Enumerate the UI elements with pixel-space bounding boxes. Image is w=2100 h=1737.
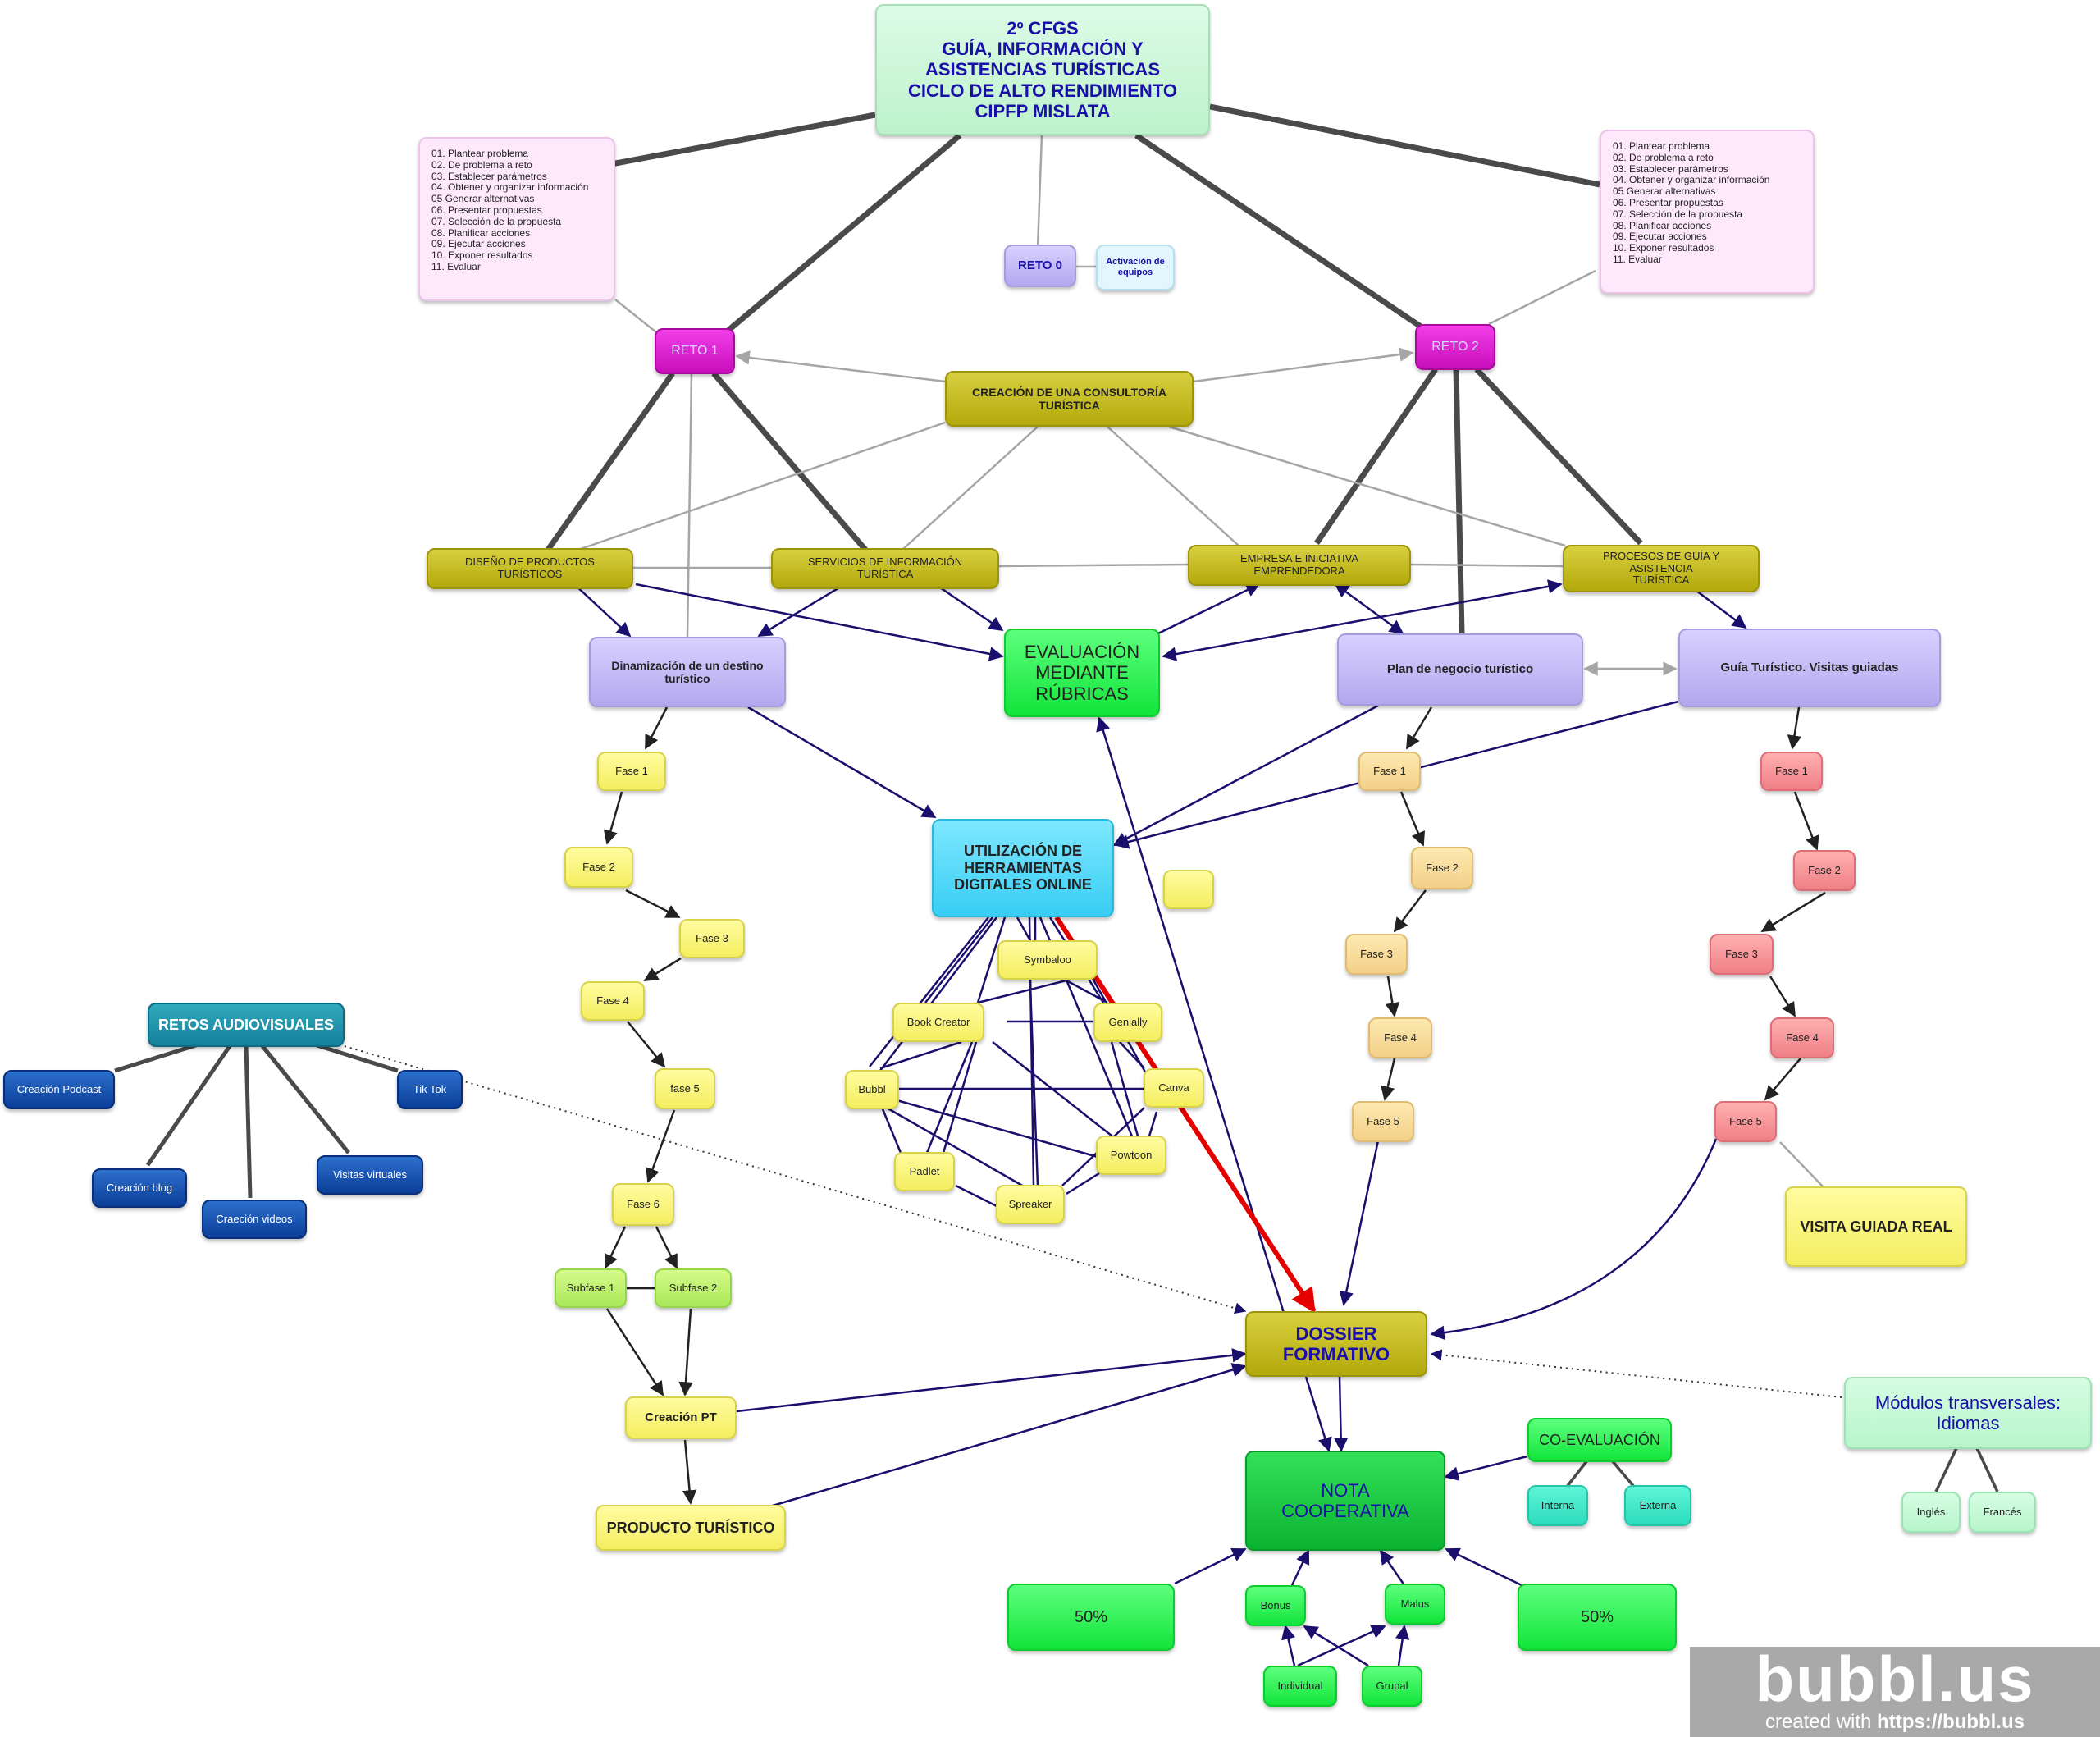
reto2-node[interactable]: RETO 2 — [1415, 324, 1495, 370]
visita-guiada-node[interactable]: VISITA GUIADA REAL — [1785, 1186, 1967, 1267]
percent-left-node[interactable]: 50% — [1007, 1584, 1175, 1651]
bubbl-logo-text: bubbl.us — [1755, 1642, 2035, 1715]
title-node[interactable]: 2º CFGS GUÍA, INFORMACIÓN Y ASISTENCIAS … — [875, 4, 1210, 135]
module-diseno[interactable]: DISEÑO DE PRODUCTOS TURÍSTICOS — [427, 548, 633, 589]
thin-title-links — [614, 135, 1596, 333]
tool-genially[interactable]: Genially — [1093, 1003, 1162, 1042]
av-podcast[interactable]: Creación Podcast — [3, 1070, 115, 1109]
producto-turistico-node[interactable]: PRODUCTO TURÍSTICO — [596, 1505, 786, 1551]
activacion-node[interactable]: Activación de equipos — [1096, 245, 1175, 290]
dinamizacion-node[interactable]: Dinamización de un destino turístico — [589, 637, 786, 707]
evaluacion-node[interactable]: EVALUACIÓN MEDIANTE RÚBRICAS — [1004, 629, 1160, 717]
tool-bubbl[interactable]: Bubbl — [845, 1070, 899, 1109]
right-fase-4[interactable]: Fase 4 — [1770, 1017, 1834, 1058]
bonus-node[interactable]: Bonus — [1245, 1585, 1306, 1626]
modulos-transversales-node[interactable]: Módulos transversales: Idiomas — [1844, 1377, 2092, 1449]
left-fase-2[interactable]: Fase 2 — [564, 847, 633, 888]
malus-node[interactable]: Malus — [1385, 1584, 1445, 1625]
module-empresa[interactable]: EMPRESA E INICIATIVA EMPRENDEDORA — [1188, 545, 1411, 586]
mid-fase-4[interactable]: Fase 4 — [1368, 1017, 1432, 1058]
grey-links — [578, 347, 1824, 1290]
steps-list-left[interactable]: 01. Plantear problema 02. De problema a … — [418, 137, 615, 301]
right-fase-5[interactable]: Fase 5 — [1714, 1101, 1777, 1142]
av-branches — [114, 1041, 399, 1199]
consultoria-node[interactable]: CREACIÓN DE UNA CONSULTORÍA TURÍSTICA — [945, 371, 1194, 427]
right-fase-3[interactable]: Fase 3 — [1710, 934, 1774, 975]
nota-cooperativa-node[interactable]: NOTA COOPERATIVA — [1245, 1451, 1445, 1551]
left-fase-4[interactable]: Fase 4 — [581, 981, 645, 1021]
mid-fase-3[interactable]: Fase 3 — [1345, 934, 1408, 975]
left-fase-6[interactable]: Fase 6 — [612, 1183, 674, 1226]
av-tiktok[interactable]: Tik Tok — [397, 1070, 463, 1109]
right-phase-chains — [617, 706, 1826, 1290]
bubbl-watermark[interactable]: bubbl.us created with https://bubbl.us — [1690, 1647, 2100, 1737]
tool-canva[interactable]: Canva — [1144, 1068, 1204, 1108]
empty-node[interactable] — [1163, 870, 1214, 909]
left-fase-1[interactable]: Fase 1 — [597, 752, 666, 791]
left-fase-5[interactable]: fase 5 — [655, 1068, 715, 1109]
av-blog[interactable]: Creación blog — [92, 1168, 187, 1208]
coeval-interna[interactable]: Interna — [1527, 1485, 1588, 1526]
idioma-frances[interactable]: Francés — [1969, 1492, 2036, 1533]
tool-symbaloo[interactable]: Symbaloo — [998, 940, 1098, 980]
tool-padlet[interactable]: Padlet — [894, 1152, 955, 1191]
individual-node[interactable]: Individual — [1263, 1666, 1337, 1707]
title-links — [610, 103, 1600, 335]
small-branches — [1565, 1447, 1999, 1492]
tool-spreaker[interactable]: Spreaker — [996, 1185, 1065, 1224]
module-procesos[interactable]: PROCESOS DE GUÍA Y ASISTENCIA TURÍSTICA — [1563, 545, 1760, 592]
red-arrow — [1054, 916, 1317, 1314]
module-servicios[interactable]: SERVICIOS DE INFORMACIÓN TURÍSTICA — [771, 548, 999, 589]
idioma-ingles[interactable]: Inglés — [1901, 1492, 1961, 1533]
left-phase-chain — [603, 706, 697, 1505]
creacion-pt-node[interactable]: Creación PT — [625, 1396, 737, 1439]
reto0-node[interactable]: RETO 0 — [1004, 245, 1076, 287]
av-visitas-virtuales[interactable]: Visitas virtuales — [317, 1155, 423, 1195]
right-fase-2[interactable]: Fase 2 — [1793, 850, 1856, 891]
subfase-1[interactable]: Subfase 1 — [555, 1268, 627, 1308]
steps-list-right[interactable]: 01. Plantear problema 02. De problema a … — [1600, 130, 1815, 294]
reto1-node[interactable]: RETO 1 — [655, 328, 735, 374]
dotted-links — [344, 1045, 1842, 1398]
right-fase-1[interactable]: Fase 1 — [1760, 752, 1823, 791]
coevaluacion-node[interactable]: CO-EVALUACIÓN — [1527, 1418, 1672, 1462]
mid-fase-1[interactable]: Fase 1 — [1358, 752, 1421, 791]
tool-powtoon[interactable]: Powtoon — [1096, 1136, 1166, 1175]
herramientas-node[interactable]: UTILIZACIÓN DE HERRAMIENTAS DIGITALES ON… — [932, 819, 1114, 917]
percent-right-node[interactable]: 50% — [1518, 1584, 1677, 1651]
guia-turistico-node[interactable]: Guía Turístico. Visitas guiadas — [1678, 629, 1941, 707]
grupal-node[interactable]: Grupal — [1362, 1666, 1422, 1707]
subfase-2[interactable]: Subfase 2 — [655, 1268, 732, 1308]
plan-negocio-node[interactable]: Plan de negocio turístico — [1337, 633, 1583, 706]
dossier-formativo-node[interactable]: DOSSIER FORMATIVO — [1245, 1311, 1427, 1377]
mid-fase-2[interactable]: Fase 2 — [1411, 847, 1473, 889]
coeval-externa[interactable]: Externa — [1624, 1485, 1691, 1526]
left-fase-3[interactable]: Fase 3 — [679, 919, 745, 958]
created-with-line: created with https://bubbl.us — [1764, 1711, 2025, 1734]
tool-book-creator[interactable]: Book Creator — [892, 1003, 984, 1042]
av-videos[interactable]: Craeción videos — [202, 1200, 307, 1239]
retos-audiovisuales-node[interactable]: RETOS AUDIOVISUALES — [148, 1003, 345, 1047]
mid-fase-5[interactable]: Fase 5 — [1352, 1101, 1414, 1142]
